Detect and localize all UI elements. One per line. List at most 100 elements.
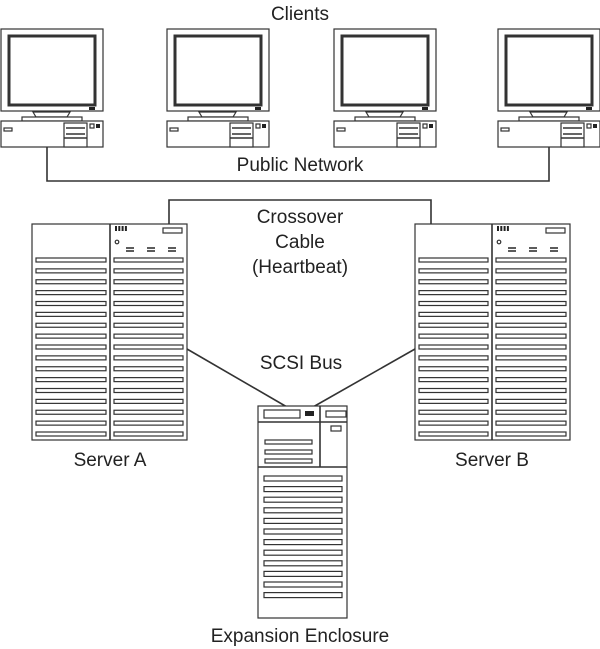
drive-slot — [35, 366, 107, 372]
drive-slot — [418, 355, 489, 361]
drive-slot — [113, 398, 184, 404]
status-panel — [330, 425, 342, 432]
indicator-icon — [114, 239, 120, 245]
button-icon — [586, 123, 592, 129]
drive-slot — [263, 560, 343, 567]
drive-slot — [263, 517, 343, 525]
media-bay — [325, 410, 347, 418]
drive-slot — [418, 377, 489, 383]
crossover-label-line3: (Heartbeat) — [252, 257, 348, 278]
drive-slot — [113, 268, 184, 274]
drive-bay — [229, 122, 254, 148]
desktop-case — [333, 120, 437, 148]
drive-slot — [418, 300, 489, 307]
drive-slot — [418, 311, 489, 317]
power-indicator-icon — [305, 411, 314, 416]
drive-slot — [113, 279, 184, 285]
drive-slot — [495, 366, 567, 372]
drive-slot — [263, 549, 343, 556]
desktop-case — [166, 120, 270, 148]
vent-icon — [124, 226, 127, 231]
drive-slot — [113, 420, 184, 426]
drive-slot — [495, 322, 567, 328]
monitor-screen — [7, 34, 97, 107]
drive-slot — [263, 570, 343, 578]
drive-slot — [418, 420, 489, 426]
drive-slot — [113, 366, 184, 372]
drive-slot — [35, 311, 107, 317]
scsi-bus-wire-a — [186, 348, 288, 408]
drive-slot — [35, 420, 107, 426]
drive-slot — [418, 290, 489, 296]
front-panel-display — [263, 409, 301, 419]
drive-slot — [35, 355, 107, 361]
floppy-slot — [169, 127, 179, 132]
client-2 — [166, 28, 270, 148]
public-network-label: Public Network — [237, 155, 364, 176]
power-indicator-icon — [89, 107, 95, 110]
drive-slot — [113, 322, 184, 328]
drive-bay — [264, 458, 313, 464]
crossover-label-line1: Crossover — [257, 207, 344, 228]
drive-slot — [495, 377, 567, 383]
display-panel — [162, 227, 183, 234]
drive-slot — [35, 322, 107, 328]
floppy-slot — [336, 127, 346, 132]
drive-slot — [495, 355, 567, 361]
drive-slot — [263, 591, 343, 599]
expansion-enclosure-label: Expansion Enclosure — [211, 626, 390, 647]
clients-group — [0, 28, 600, 148]
drive-slot — [495, 333, 567, 339]
clients-label: Clients — [271, 4, 329, 25]
drive-slot — [113, 409, 184, 415]
drive-slot — [495, 290, 567, 296]
drive-slot — [35, 387, 107, 394]
drive-slot — [495, 420, 567, 426]
drive-slot — [418, 387, 489, 394]
button-icon — [593, 124, 597, 128]
drive-slot — [495, 300, 567, 307]
server-b-label: Server B — [455, 450, 529, 471]
vent-icon — [497, 226, 499, 231]
crossover-cable-wire — [168, 199, 432, 224]
drive-slot — [35, 409, 107, 415]
drive-slot — [35, 398, 107, 404]
drive-slot — [113, 355, 184, 361]
drive-slot — [418, 257, 489, 263]
drive-slot — [418, 409, 489, 415]
monitor-screen — [340, 34, 430, 107]
monitor-stand — [31, 111, 72, 118]
desktop-case — [0, 120, 104, 148]
vent-icon — [506, 226, 509, 231]
drive-slot — [113, 300, 184, 307]
monitor-screen — [504, 34, 594, 107]
expansion-enclosure — [257, 405, 348, 619]
drive-bay — [560, 122, 585, 148]
crossover-label-line2: Cable — [275, 232, 325, 253]
drive-slot — [418, 431, 489, 437]
vent-icon — [121, 226, 124, 231]
drive-slot — [495, 279, 567, 285]
drive-slot — [35, 279, 107, 285]
drive-slot — [495, 409, 567, 415]
floppy-slot — [3, 127, 13, 132]
button-icon — [89, 123, 95, 129]
server-a-label: Server A — [74, 450, 147, 471]
display-panel — [545, 227, 566, 234]
drive-slot — [495, 398, 567, 404]
drive-slot — [35, 333, 107, 339]
drive-slot — [418, 398, 489, 404]
power-indicator-icon — [586, 107, 592, 110]
drive-slot — [418, 322, 489, 328]
drive-slot — [113, 311, 184, 317]
drive-slot — [418, 268, 489, 274]
monitor-stand — [197, 111, 238, 118]
drive-bay — [63, 122, 88, 148]
scsi-bus-wire-b — [312, 348, 416, 408]
drive-slot — [495, 268, 567, 274]
monitor-screen — [173, 34, 263, 107]
drive-slot — [35, 257, 107, 263]
drive-slot — [113, 257, 184, 263]
drive-slot — [263, 581, 343, 588]
